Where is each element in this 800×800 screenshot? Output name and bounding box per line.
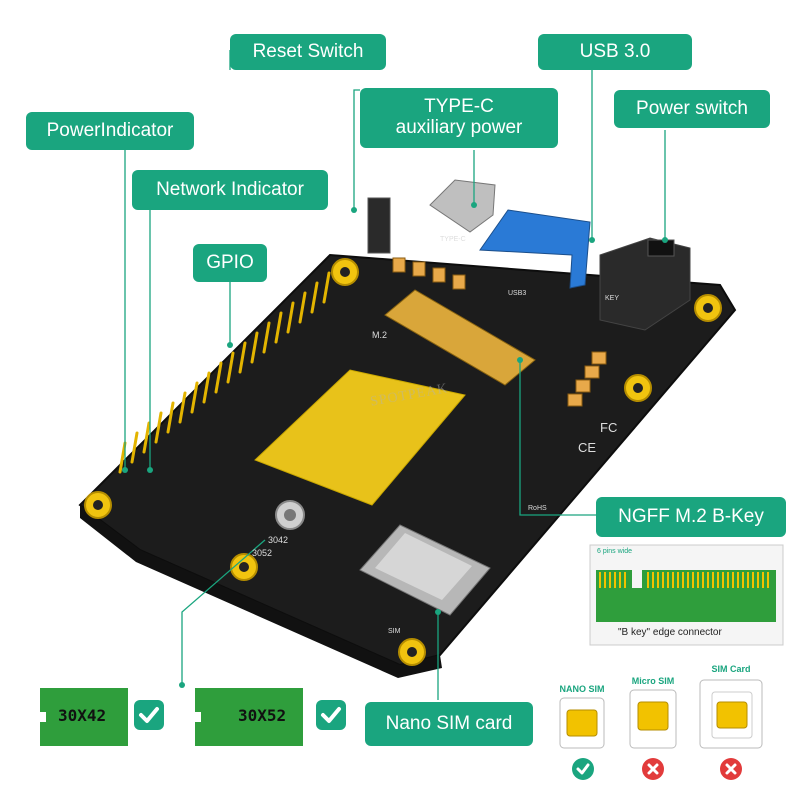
b-key-connector (589, 544, 784, 646)
gold-shield (254, 369, 466, 506)
cross-icon (642, 758, 664, 780)
reset-switch-body (367, 197, 391, 254)
usb-connector (479, 209, 591, 289)
module-stick-3042 (40, 688, 128, 746)
label-rohs: RoHS (528, 505, 547, 512)
callout-nano-sim: Nano SIM card (365, 702, 533, 746)
micro-sim-card (629, 689, 677, 749)
sim-title-micro: Micro SIM (631, 676, 675, 686)
label-3052: 3052 (252, 548, 273, 558)
connector-pins-note: 6 pins wide (597, 548, 633, 555)
check-icon (316, 700, 346, 730)
connector-caption: "B key" edge connector (618, 627, 722, 638)
callout-gpio: GPIO (193, 244, 267, 282)
label-sim: SIM (388, 628, 401, 635)
callout-ngff: NGFF M.2 B-Key (596, 497, 786, 537)
cross-icon (720, 758, 742, 780)
standard-sim-card (699, 679, 763, 749)
module-stick-3052 (195, 688, 303, 746)
leader-lines (124, 50, 666, 700)
label-3042: 3042 (268, 535, 289, 545)
module-size-label: 30X42 (58, 706, 107, 725)
sim-title-standard: SIM Card (711, 664, 751, 674)
m2-slot (384, 289, 536, 386)
label-fc: FC (600, 420, 618, 435)
mounting-holes (84, 258, 722, 666)
callout-typec: TYPE-C auxiliary power (360, 88, 558, 148)
capacitor-group (392, 257, 607, 407)
module-size-label: 30X52 (238, 706, 287, 725)
check-icon (134, 700, 164, 730)
sim-title-nano: NANO SIM (559, 684, 605, 694)
check-icon (572, 758, 594, 780)
label-m2: M.2 (372, 330, 388, 340)
leader-dots (122, 202, 668, 688)
callout-power-switch: Power switch (614, 90, 770, 128)
label-typec: TYPE-C (440, 236, 466, 243)
callout-power-indicator: PowerIndicator (26, 112, 194, 150)
power-switch-body (599, 237, 691, 331)
callout-usb30: USB 3.0 (538, 34, 692, 70)
label-usb3: USB3 (508, 290, 527, 297)
typec-connector (429, 179, 496, 233)
label-key: KEY (605, 295, 620, 302)
callout-reset-switch: Reset Switch (230, 34, 386, 70)
callout-network-indicator: Network Indicator (132, 170, 328, 210)
gpio-header (118, 271, 331, 474)
label-ce: CE (578, 440, 597, 455)
nano-sim-card (559, 697, 605, 749)
